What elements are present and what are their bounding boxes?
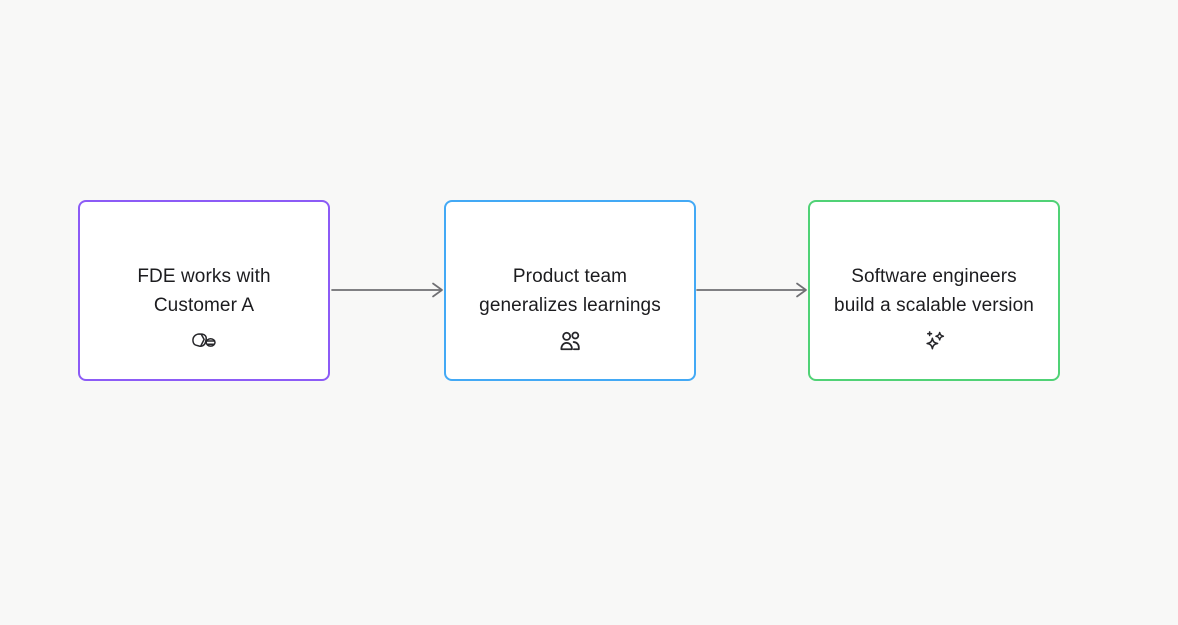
node-label: Product team generalizes learnings — [479, 262, 661, 320]
node-label-line: FDE works with — [137, 265, 271, 287]
node-label-line: Customer A — [153, 294, 255, 316]
node-label: FDE works with Customer A — [137, 262, 270, 320]
connector-arrow — [331, 282, 443, 298]
node-label-line: Product team — [512, 265, 628, 287]
connector-arrow — [696, 282, 807, 298]
node-product-team[interactable]: Product team generalizes learnings — [444, 200, 696, 381]
node-fde-customer[interactable]: FDE works with Customer A — [78, 200, 330, 381]
node-software-engineers[interactable]: Software engineers build a scalable vers… — [808, 200, 1060, 381]
users-icon — [558, 328, 583, 354]
node-label-line: generalizes learnings — [479, 294, 661, 316]
node-label-line: Software engineers — [851, 265, 1017, 287]
node-label: Software engineers build a scalable vers… — [834, 262, 1034, 320]
sparkles-icon — [922, 328, 946, 354]
handshake-icon — [190, 328, 218, 354]
node-label-line: build a scalable version — [834, 294, 1034, 316]
